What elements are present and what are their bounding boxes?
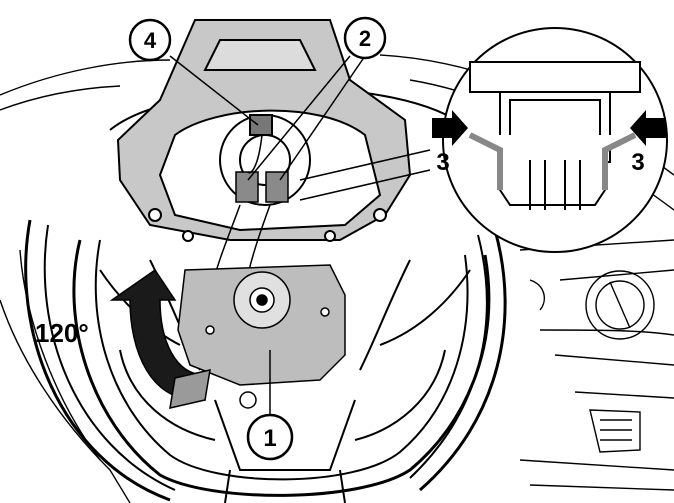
- rotation-angle-label: 120°: [35, 318, 89, 348]
- airbag-module: [116, 19, 412, 242]
- press-arrow-right-icon: [630, 110, 666, 146]
- callout-3-right: 3: [631, 149, 644, 176]
- callout-3-left: 3: [436, 149, 449, 176]
- callout-2: 2: [343, 16, 387, 60]
- callout-leaders: [169, 55, 366, 415]
- rotation-arrow: [109, 268, 211, 409]
- svg-text:1: 1: [263, 425, 276, 452]
- svg-text:2: 2: [359, 26, 371, 51]
- press-arrow-left-icon: [432, 110, 468, 146]
- steering-wheel-rim: [24, 87, 507, 502]
- clock-spring-plate: [177, 264, 346, 409]
- callout-4: 4: [128, 18, 172, 62]
- svg-text:4: 4: [144, 28, 157, 53]
- callout-1: 1: [246, 413, 294, 461]
- connector-detail-inset: [299, 27, 668, 253]
- dashboard-background: [0, 54, 674, 503]
